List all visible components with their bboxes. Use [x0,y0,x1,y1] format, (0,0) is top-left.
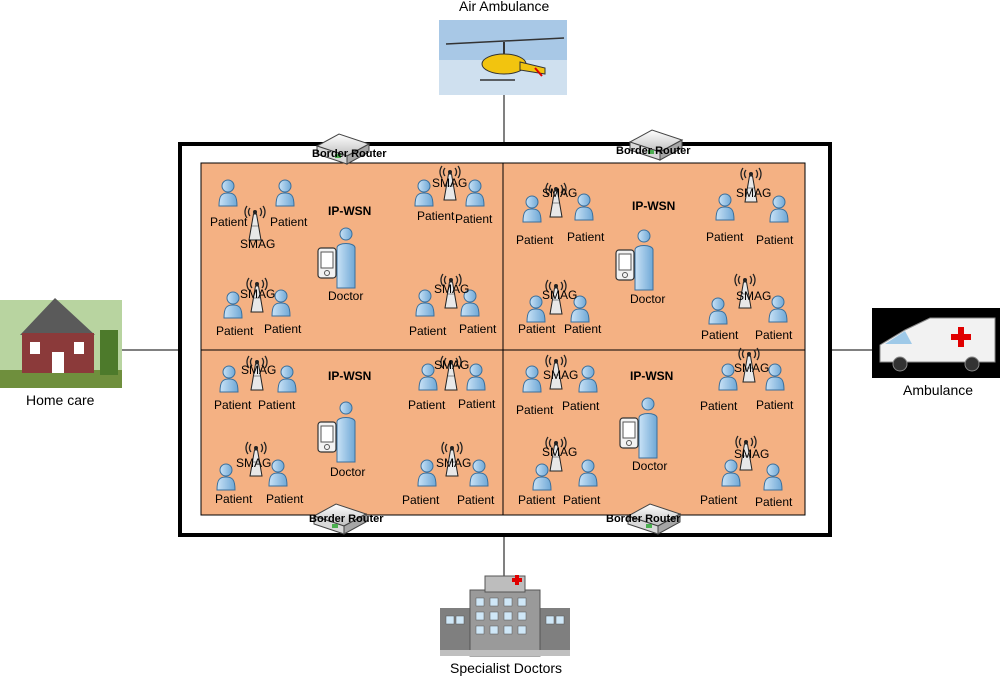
smag-cluster: SMAG Patient Patient [409,273,497,338]
smag-label: SMAG [432,176,467,190]
patient-label: Patient [408,398,446,412]
quadrant-title: IP-WSN [328,204,371,218]
quadrant-title: IP-WSN [328,369,371,383]
patient-label: Patient [216,324,254,338]
patient-label: Patient [457,493,495,507]
smag-label: SMAG [436,456,471,470]
doctor-label: Doctor [632,459,667,473]
smag-cluster: SMAG Patient Patient [700,347,794,413]
smag-label: SMAG [736,289,771,303]
ambulance-image [872,308,1000,378]
patient-label: Patient [459,322,497,336]
doctor-label: Doctor [330,465,365,479]
smag-cluster: SMAG Patient Patient [516,354,600,417]
patient-label: Patient [455,212,493,226]
doctor-label: Doctor [630,292,665,306]
patient-label: Patient [214,398,252,412]
patient-label: Patient [270,215,308,229]
home-care-image [0,298,122,388]
patient-label: Patient [409,324,447,338]
air-ambulance-label: Air Ambulance [459,0,549,14]
patient-label: Patient [563,493,601,507]
border-router-label: Border Router [309,513,384,525]
smag-cluster: SMAG Patient Patient [700,435,793,509]
smag-cluster: SMAG Patient Patient [518,436,601,507]
patient-label: Patient [210,215,248,229]
smag-label: SMAG [542,445,577,459]
smag-label: SMAG [543,368,578,382]
smag-label: SMAG [736,186,771,200]
patient-label: Patient [258,398,296,412]
border-router-label: Border Router [606,513,681,525]
connection-lines [122,94,872,580]
smag-cluster: SMAG Patient Patient [516,182,605,247]
patient-label: Patient [756,398,794,412]
smag-cluster: SMAG Patient Patient [216,277,302,338]
smag-label: SMAG [236,456,271,470]
patient-label: Patient [417,209,455,223]
patient-label: Patient [518,493,556,507]
specialist-doctors-label: Specialist Doctors [450,660,562,676]
border-router-label: Border Router [312,148,387,160]
patient-label: Patient [700,493,738,507]
smag-label: SMAG [434,282,469,296]
smag-label: SMAG [542,288,577,302]
ambulance-label: Ambulance [903,382,973,398]
patient-label: Patient [516,403,554,417]
home-care-label: Home care [26,392,95,408]
air-ambulance-image [439,20,567,95]
patient-label: Patient [215,492,253,506]
patient-label: Patient [562,399,600,413]
specialist-doctors-image [440,575,570,657]
smag-cluster: SMAG Patient Patient [701,273,793,342]
smag-label: SMAG [542,186,577,200]
smag-label: SMAG [434,358,469,372]
smag-label: SMAG [734,447,769,461]
smag-cluster: SMAG Patient Patient [402,441,495,507]
patient-label: Patient [701,328,739,342]
smag-cluster: SMAG Patient Patient [210,179,308,251]
doctor-label: Doctor [328,289,363,303]
quadrant-title: IP-WSN [630,369,673,383]
smag-label: SMAG [241,363,276,377]
smag-cluster: SMAG Patient Patient [408,355,496,412]
patient-label: Patient [755,495,793,509]
patient-label: Patient [706,230,744,244]
patient-label: Patient [516,233,554,247]
patient-label: Patient [264,322,302,336]
smag-cluster: SMAG Patient Patient [518,279,602,336]
patient-label: Patient [756,233,794,247]
quadrant-title: IP-WSN [632,199,675,213]
smag-label: SMAG [240,287,275,301]
patient-label: Patient [266,492,304,506]
patient-label: Patient [402,493,440,507]
patient-label: Patient [755,328,793,342]
patient-label: Patient [458,397,496,411]
smag-cluster: SMAG Patient Patient [706,167,794,247]
border-router-label: Border Router [616,145,691,157]
patient-label: Patient [564,322,602,336]
smag-label: SMAG [734,361,769,375]
patient-label: Patient [700,399,738,413]
smag-cluster: SMAG Patient Patient [214,355,297,412]
smag-cluster: SMAG Patient Patient [215,441,304,506]
patient-label: Patient [567,230,605,244]
patient-label: Patient [518,322,556,336]
smag-label: SMAG [240,237,275,251]
